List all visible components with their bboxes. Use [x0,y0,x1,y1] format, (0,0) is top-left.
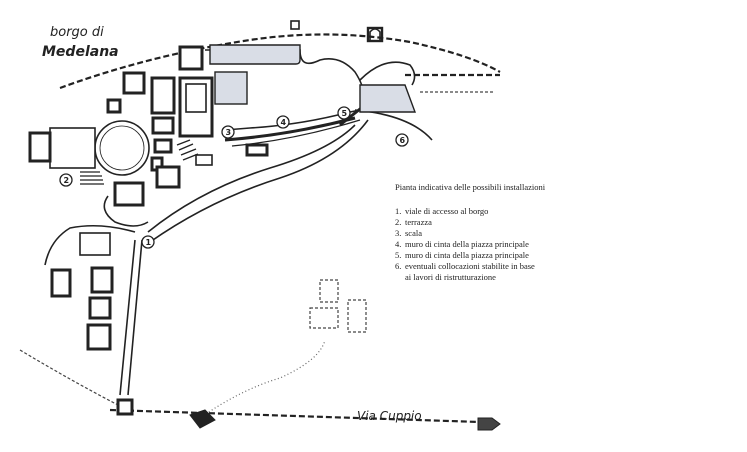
legend-item-text: ai lavori di ristrutturazione [405,272,496,282]
legend-item-num: 2. [395,217,401,227]
building-small-1 [195,154,213,166]
building-block-c [106,98,122,114]
legend-item-text: terrazza [405,217,432,227]
legend-item-num: 4. [395,239,401,249]
via-cuppio-road [109,408,481,424]
legend-item-num: 6. [395,261,401,271]
legend-item-text: eventuali collocazioni stabilite in base [405,261,535,271]
svg-text:6: 6 [400,136,406,145]
marker-3: 3 [221,125,235,139]
legend-title: Pianta indicativa delle possibili instal… [395,182,546,192]
avenue-loop [103,195,149,227]
road-label: Via Cuppio [357,409,422,423]
stair-hatching [176,139,199,161]
access-avenue-east [149,119,369,243]
installation-area-east [359,84,417,113]
marker-4: 4 [276,115,290,129]
legend-item-num: 1. [395,206,401,216]
installation-area-north [209,44,301,65]
building-block-e [153,138,173,154]
southern-building-3 [88,296,112,320]
wall-segment-4 [224,116,356,142]
building-block-d [151,116,175,135]
access-avenue-west [147,124,356,233]
road-arrow-east [477,417,501,431]
piazza-enclosure-wall [205,49,365,131]
legend-item-text: muro di cinta della piazza principale [405,250,529,260]
marker-2: 2 [59,173,73,187]
place-label-line1: borgo di [50,25,104,40]
legend-item-text: viale di accesso al borgo [405,206,488,216]
marker-6: 6 [395,133,409,147]
svg-text:4: 4 [281,118,287,127]
remote-building-north [319,279,339,303]
gate-house-south [116,398,134,416]
svg-text:2: 2 [64,176,70,185]
installation-area-west [214,71,248,105]
building-main-inner [185,83,207,113]
southern-compound-wall [44,224,136,266]
dotted-footpath [199,339,326,419]
curved-wall-east [359,61,416,86]
building-tower-north [178,45,204,71]
legend: Pianta indicativa delle possibili instal… [395,182,546,282]
arch-gate-frame [366,26,384,43]
building-block-g [155,165,181,189]
northern-boundary-road [59,33,501,90]
round-piazza [94,120,150,176]
svg-text:1: 1 [146,238,152,247]
terrace-building [49,127,96,169]
legend-item-text: scala [405,228,422,238]
southern-building-2 [90,266,114,294]
building-block-a [150,76,176,115]
north-gate-marker [290,20,300,30]
round-piazza-inner [99,125,145,171]
building-block-h [113,181,145,207]
legend-item-num: 3. [395,228,401,238]
svg-text:3: 3 [226,128,232,137]
southwest-road [19,349,119,406]
place-label-line2: Medelana [42,44,119,60]
building-small-2 [245,143,269,157]
west-building [28,131,52,163]
legend-item-text: muro di cinta della piazza principale [405,239,529,249]
southern-building-4 [86,323,112,351]
avenue-south-west [119,239,136,396]
legend-item-num: 5. [395,250,401,260]
outer-wall-east [354,109,433,141]
building-block-b [122,71,146,95]
terrace-steps [80,171,104,185]
road-junction-marker [189,409,216,429]
marker-5: 5 [337,106,351,120]
marker-1: 1 [141,235,155,249]
remote-building-east [347,299,367,333]
southern-building-1 [50,268,72,298]
svg-text:5: 5 [342,109,348,118]
avenue-south-east [127,239,143,396]
southern-building-main [79,232,111,256]
remote-building-west [309,307,339,329]
